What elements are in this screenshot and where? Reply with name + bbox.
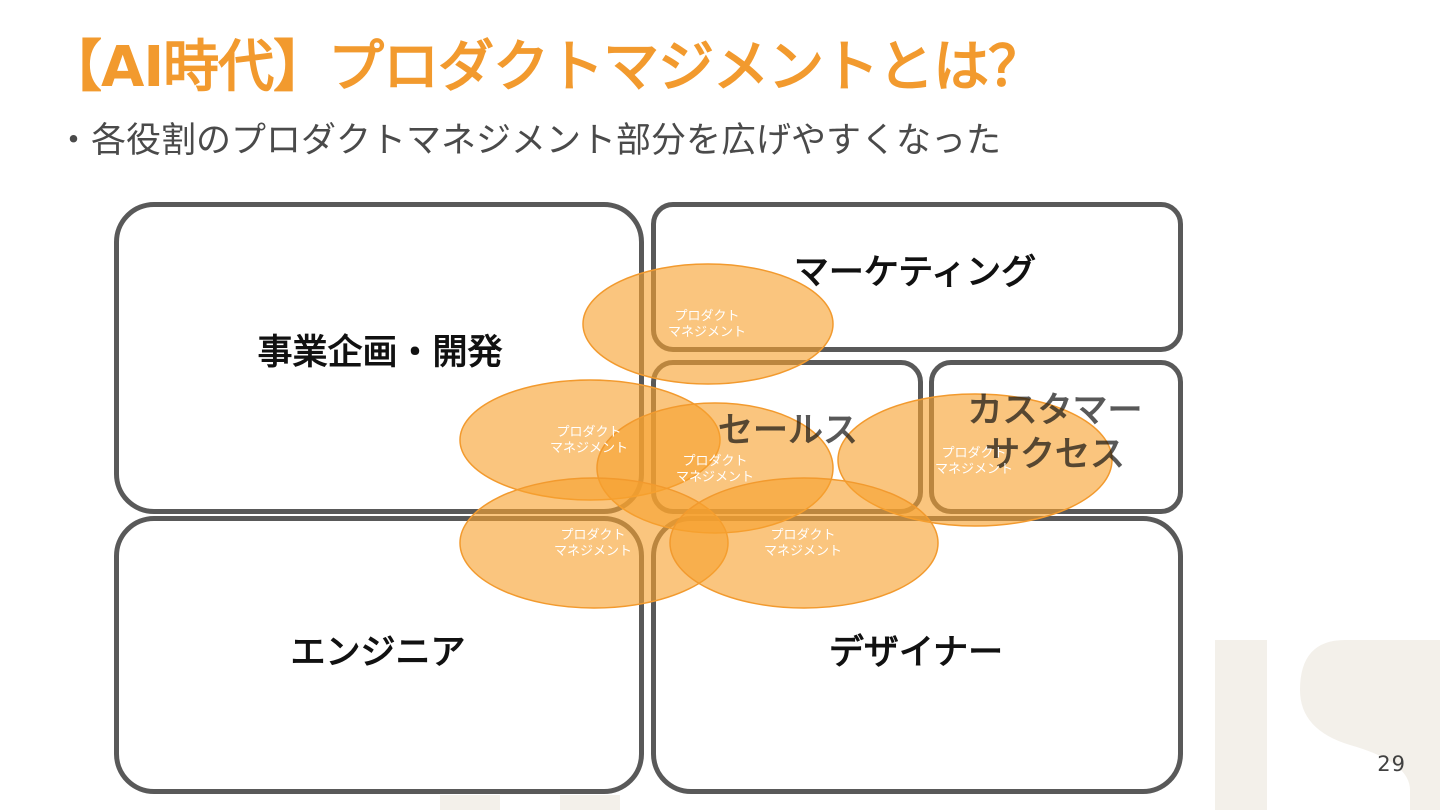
engineer-box — [114, 516, 644, 794]
page-number: 29 — [1377, 752, 1406, 776]
pm-label-business: プロダクト マネジメント — [549, 425, 628, 456]
pm-label-engineer: プロダクト マネジメント — [553, 528, 632, 559]
pm-label-customer-success: プロダクト マネジメント — [934, 446, 1013, 477]
pm-label-designer: プロダクト マネジメント — [763, 528, 842, 559]
pm-ellipse-designer — [669, 477, 939, 609]
pm-ellipse-marketing — [582, 263, 834, 385]
marketing-label: マーケティング — [793, 253, 1037, 293]
sales-label: セールス — [717, 411, 858, 451]
pm-label-marketing: プロダクト マネジメント — [667, 309, 746, 340]
slide-title: 【AI時代】プロダクトマジメントとは？ — [46, 35, 1044, 100]
pm-label-sales: プロダクト マネジメント — [675, 454, 754, 485]
designer-label: デザイナー — [828, 633, 1004, 673]
pm-ellipse-customer-success — [837, 393, 1113, 527]
business-label: 事業企画・開発 — [257, 333, 503, 373]
slide-subtitle: ・各役割のプロダクトマネジメント部分を広げやすくなった — [56, 121, 1002, 161]
engineer-label: エンジニア — [290, 633, 466, 673]
customer-success-label: カスタマー サクセス — [967, 391, 1143, 475]
